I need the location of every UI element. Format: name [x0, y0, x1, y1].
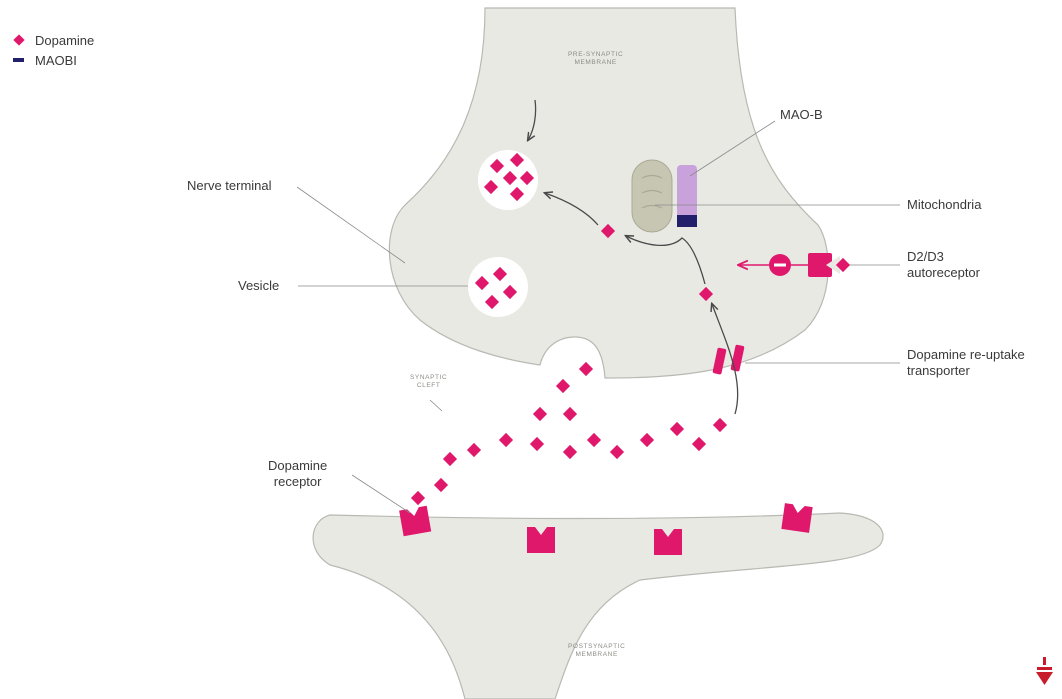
legend: Dopamine MAOBI — [12, 30, 94, 70]
dopamine-receptor-4 — [781, 503, 812, 533]
d2d3-autoreceptor-label: D2/D3 autoreceptor — [907, 249, 980, 281]
mitochondria-label: Mitochondria — [907, 197, 981, 213]
dopamine-molecule — [563, 445, 577, 459]
mitochondria — [632, 160, 672, 232]
pre-synaptic-membrane-label: PRE-SYNAPTIC MEMBRANE — [568, 51, 623, 67]
dopamine-molecule — [443, 452, 457, 466]
reuptake-transporter-label: Dopamine re-uptake transporter — [907, 347, 1025, 379]
dopamine-molecule — [563, 407, 577, 421]
synaptic-cleft-label: SYNAPTIC CLEFT — [410, 374, 447, 390]
dopamine-molecule — [467, 443, 481, 457]
dopamine-molecule — [530, 437, 544, 451]
dopamine-molecule — [499, 433, 513, 447]
legend-item-dopamine: Dopamine — [12, 30, 94, 50]
dopamine-molecule — [434, 478, 448, 492]
dopamine-molecule — [411, 491, 425, 505]
dopamine-molecule — [587, 433, 601, 447]
dopamine-molecule — [692, 437, 706, 451]
dopamine-molecule — [533, 407, 547, 421]
nerve-terminal-label: Nerve terminal — [187, 178, 272, 194]
dopamine-receptor-label: Dopamine receptor — [268, 458, 327, 490]
dopamine-molecule — [610, 445, 624, 459]
dopamine-receptor-1 — [399, 506, 431, 536]
postsynaptic-membrane — [313, 513, 883, 699]
legend-item-maobi: MAOBI — [12, 50, 94, 70]
vesicle-lower — [468, 257, 528, 317]
dopamine-molecule — [640, 433, 654, 447]
maobi-inhibitor — [677, 215, 697, 227]
vesicle-label: Vesicle — [238, 278, 279, 294]
mao-b-label: MAO-B — [780, 107, 823, 123]
dopamine-molecule — [556, 379, 570, 393]
down-arrow-logo-icon — [1036, 657, 1053, 685]
dopamine-diamond-icon — [13, 34, 24, 45]
d2d3-autoreceptor — [808, 253, 840, 277]
dopamine-molecule — [579, 362, 593, 376]
legend-label-dopamine: Dopamine — [35, 33, 94, 48]
legend-label-maobi: MAOBI — [35, 53, 77, 68]
dopamine-molecule — [713, 418, 727, 432]
maobi-bar-icon — [13, 58, 24, 62]
dopamine-molecule — [670, 422, 684, 436]
postsynaptic-membrane-label: POSTSYNAPTIC MEMBRANE — [568, 643, 625, 659]
